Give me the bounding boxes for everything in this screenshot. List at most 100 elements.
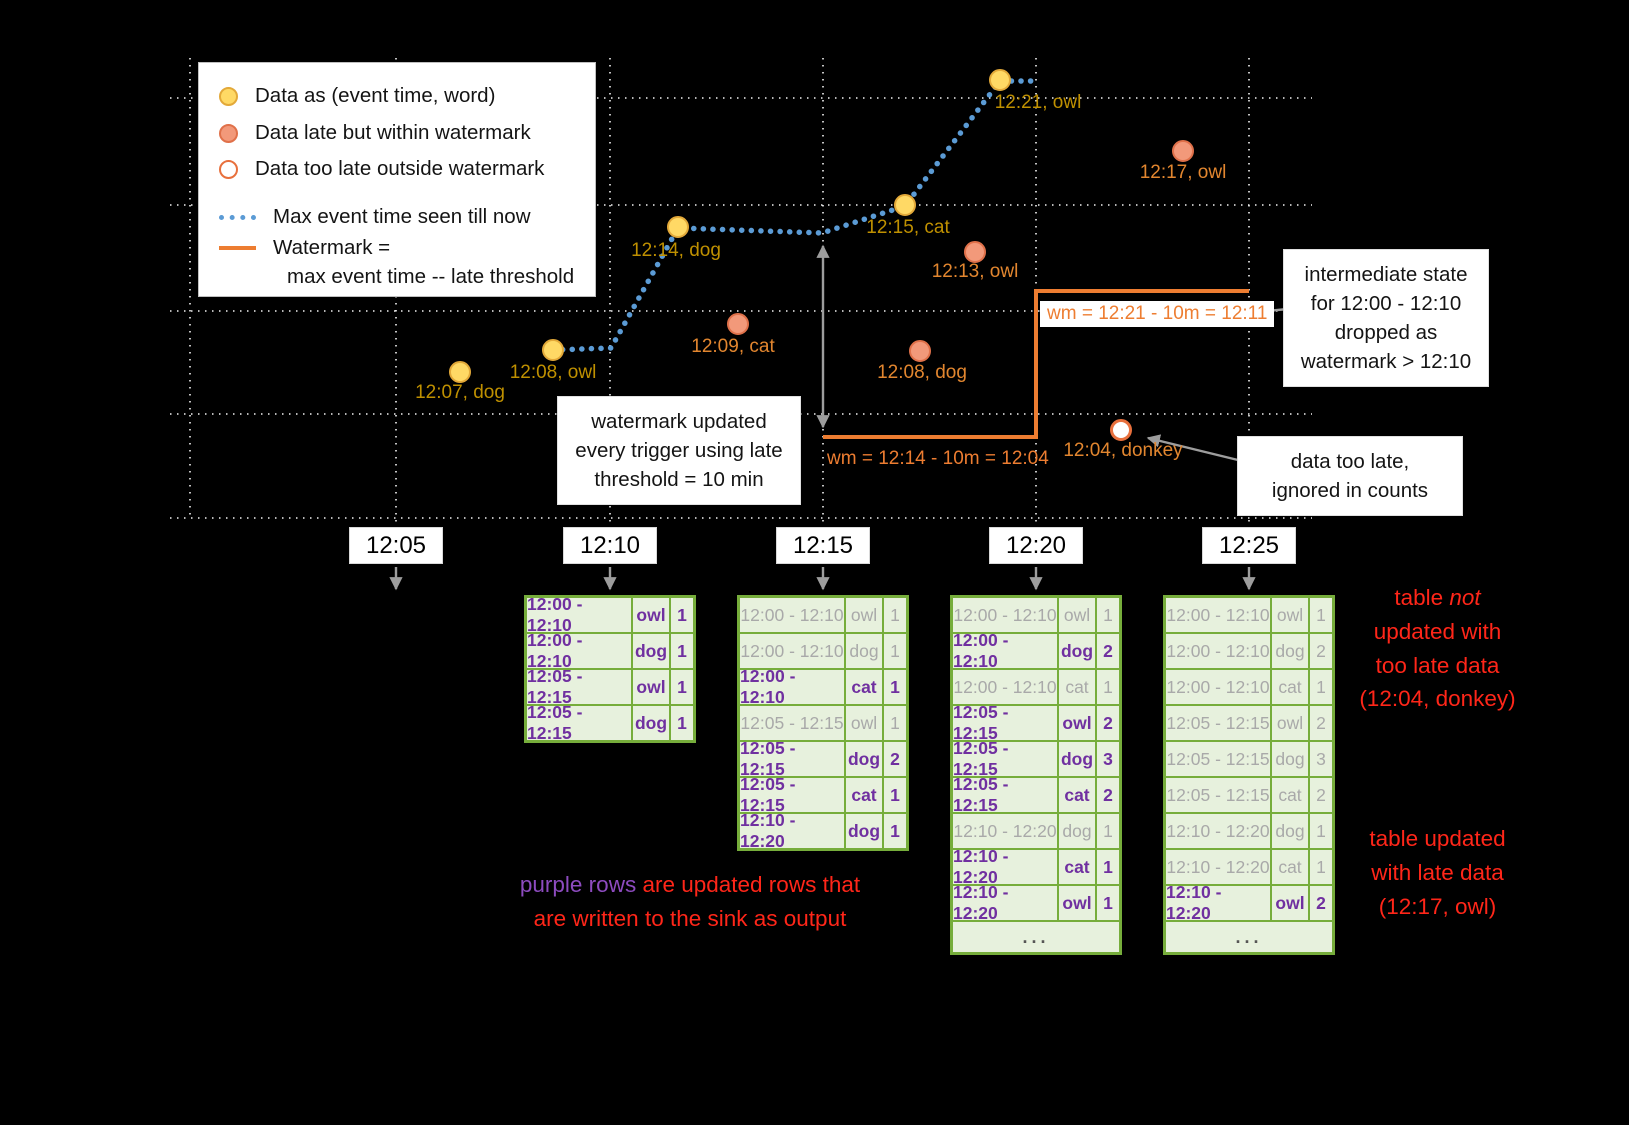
result-count-cell: 1 (884, 778, 906, 812)
legend-label: Watermark = (273, 236, 391, 259)
late-dot-icon (219, 123, 238, 143)
max-event-line-icon (219, 214, 256, 220)
result-window-cell: 12:05 - 12:15 (527, 666, 631, 707)
result-window-cell: 12:05 - 12:15 (740, 774, 844, 815)
result-word-cell: cat (1272, 850, 1308, 884)
result-word-cell: cat (1272, 670, 1308, 704)
data-point-1215-cat (894, 194, 916, 216)
data-point-label: 12:17, owl (1139, 162, 1227, 183)
legend-item-ontime: Data as (event time, word) (219, 83, 495, 109)
legend-item-max-event-line: Max event time seen till now (219, 204, 531, 230)
note-line: updated with (1373, 618, 1502, 644)
callout-line: watermark > 12:10 (1300, 350, 1472, 374)
result-word-cell: dog (1272, 634, 1308, 668)
result-count-cell: 1 (884, 814, 906, 848)
result-window-cell: 12:00 - 12:10 (740, 666, 844, 707)
result-word-cell: cat (846, 670, 882, 704)
result-count-cell: 2 (1310, 634, 1332, 668)
result-window-cell: 12:00 - 12:10 (1166, 634, 1270, 668)
result-count-cell: 2 (884, 742, 906, 776)
result-window-cell: 12:10 - 12:20 (953, 846, 1057, 887)
ontime-dot-icon (219, 86, 238, 106)
result-word-cell: dog (846, 634, 882, 668)
note-table-updated: table updated with late data (12:17, owl… (1340, 822, 1535, 923)
result-count-cell: 1 (1310, 850, 1332, 884)
result-window-cell: 12:05 - 12:15 (953, 774, 1057, 815)
note-table-not-updated: table not updated with too late data (12… (1340, 581, 1535, 716)
result-window-cell: 12:00 - 12:10 (953, 630, 1057, 671)
result-word-cell: owl (846, 706, 882, 740)
result-window-cell: 12:10 - 12:20 (953, 882, 1057, 923)
result-window-cell: 12:05 - 12:15 (740, 738, 844, 779)
callout-line: ignored in counts (1271, 479, 1429, 503)
result-count-cell: 1 (1097, 850, 1119, 884)
legend-item-toolate: Data too late outside watermark (219, 156, 544, 182)
result-word-cell: owl (1059, 598, 1095, 632)
result-window-cell: 12:10 - 12:20 (740, 810, 844, 851)
result-window-cell: 12:05 - 12:15 (953, 702, 1057, 743)
axis-time-1225: 12:25 (1202, 527, 1296, 564)
callout-line: watermark updated (591, 410, 767, 433)
result-word-cell: owl (633, 670, 669, 704)
data-point-label: 12:21, owl (994, 92, 1082, 113)
result-word-cell: dog (1272, 814, 1308, 848)
result-window-cell: 12:00 - 12:10 (740, 598, 844, 632)
legend: Data as (event time, word) Data late but… (198, 62, 596, 297)
callout-line: dropped as (1334, 321, 1438, 345)
result-window-cell: 12:00 - 12:10 (1166, 598, 1270, 632)
legend-label: Data late but within watermark (255, 121, 531, 144)
note-line: are written to the sink as output (533, 905, 847, 931)
watermark-value-label-1: wm = 12:14 - 10m = 12:04 (827, 448, 1049, 469)
data-point-label: 12:04, donkey (1063, 440, 1183, 461)
result-count-cell: 1 (671, 598, 693, 632)
result-count-cell: 1 (884, 634, 906, 668)
result-word-cell: owl (846, 598, 882, 632)
callout-line: for 12:00 - 12:10 (1310, 292, 1462, 316)
result-window-cell: 12:00 - 12:10 (740, 634, 844, 668)
result-word-cell: dog (1059, 814, 1095, 848)
result-count-cell: 3 (1310, 742, 1332, 776)
result-word-cell: owl (1272, 706, 1308, 740)
result-count-cell: 1 (884, 706, 906, 740)
axis-time-1220: 12:20 (989, 527, 1083, 564)
result-word-cell: dog (846, 814, 882, 848)
callout-line: threshold = 10 min (594, 468, 764, 492)
callout-line: data too late, (1290, 450, 1410, 473)
result-count-cell: 2 (1097, 706, 1119, 740)
result-count-cell: 1 (671, 706, 693, 740)
note-line: (12:17, owl) (1378, 893, 1497, 919)
result-count-cell: 1 (671, 634, 693, 668)
result-word-cell: dog (1059, 634, 1095, 668)
data-point-label: 12:07, dog (415, 382, 505, 403)
result-table-ellipsis-row: ... (953, 922, 1119, 952)
result-window-cell: 12:10 - 12:20 (1166, 850, 1270, 884)
note-line: with late data (1371, 859, 1504, 885)
note-line: (12:04, donkey) (1359, 686, 1516, 712)
data-point-label: 12:15, cat (866, 217, 950, 238)
result-count-cell: 2 (1310, 778, 1332, 812)
legend-watermark-formula: max event time -- late threshold (287, 265, 575, 288)
result-word-cell: dog (633, 706, 669, 740)
result-table-ellipsis-row: ... (1166, 922, 1332, 952)
data-point-1208-owl (542, 339, 564, 361)
legend-item-watermark-line: Watermark = (219, 235, 390, 261)
result-word-cell: owl (1272, 886, 1308, 920)
note-line: table not (1394, 585, 1481, 610)
legend-label: Data as (event time, word) (255, 84, 496, 107)
